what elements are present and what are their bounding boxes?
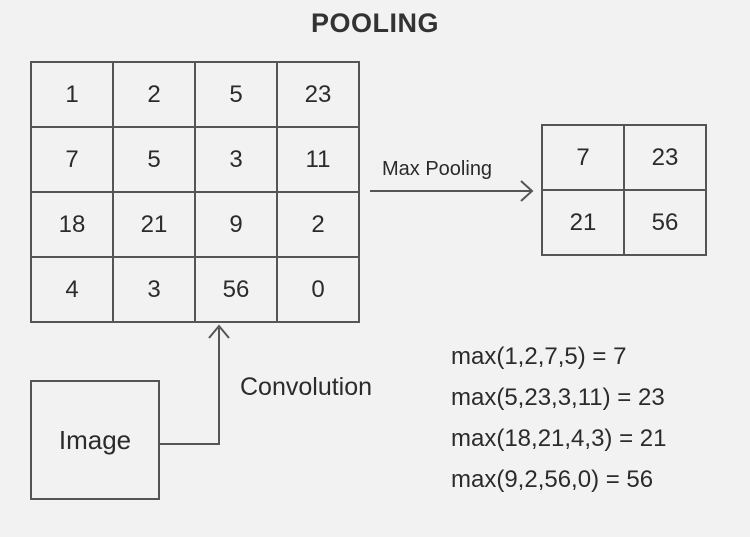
matrix-cell: 2 xyxy=(112,61,196,128)
matrix-row: 18 21 9 2 xyxy=(30,191,360,258)
image-box-label: Image xyxy=(58,424,132,455)
matrix-row: 1 2 5 23 xyxy=(30,61,360,128)
formula-line: max(5,23,3,11) = 23 xyxy=(451,384,665,411)
matrix-cell: 3 xyxy=(194,126,278,193)
matrix-cell: 5 xyxy=(112,126,196,193)
matrix-cell: 23 xyxy=(276,61,360,128)
formula-line: max(18,21,4,3) = 21 xyxy=(451,425,667,452)
pooled-cell: 7 xyxy=(541,124,625,191)
matrix-cell: 5 xyxy=(194,61,278,128)
matrix-cell: 56 xyxy=(194,256,278,323)
convolution-arrow xyxy=(160,324,230,445)
input-matrix: 1 2 5 23 7 5 3 11 18 21 9 2 4 3 56 0 xyxy=(30,61,360,323)
max-pooling-arrow xyxy=(370,180,534,202)
pooled-cell: 21 xyxy=(541,189,625,256)
pooled-matrix: 7 23 21 56 xyxy=(541,124,707,256)
image-box: Image xyxy=(30,380,160,500)
matrix-cell: 4 xyxy=(30,256,114,323)
formula-line: max(9,2,56,0) = 56 xyxy=(451,466,654,493)
max-pooling-label: Max Pooling xyxy=(382,158,493,180)
pooled-cell: 56 xyxy=(623,189,707,256)
convolution-label: Convolution xyxy=(240,373,373,401)
pooled-cell: 23 xyxy=(623,124,707,191)
diagram-title: POOLING xyxy=(310,8,439,38)
matrix-cell: 9 xyxy=(194,191,278,258)
matrix-cell: 3 xyxy=(112,256,196,323)
matrix-cell: 0 xyxy=(276,256,360,323)
matrix-cell: 21 xyxy=(112,191,196,258)
matrix-cell: 1 xyxy=(30,61,114,128)
matrix-row: 7 5 3 11 xyxy=(30,126,360,193)
matrix-cell: 2 xyxy=(276,191,360,258)
matrix-cell: 11 xyxy=(276,126,360,193)
matrix-cell: 7 xyxy=(30,126,114,193)
matrix-row: 21 56 xyxy=(541,189,707,256)
matrix-cell: 18 xyxy=(30,191,114,258)
matrix-row: 4 3 56 0 xyxy=(30,256,360,323)
matrix-row: 7 23 xyxy=(541,124,707,191)
formula-line: max(1,2,7,5) = 7 xyxy=(451,343,627,370)
